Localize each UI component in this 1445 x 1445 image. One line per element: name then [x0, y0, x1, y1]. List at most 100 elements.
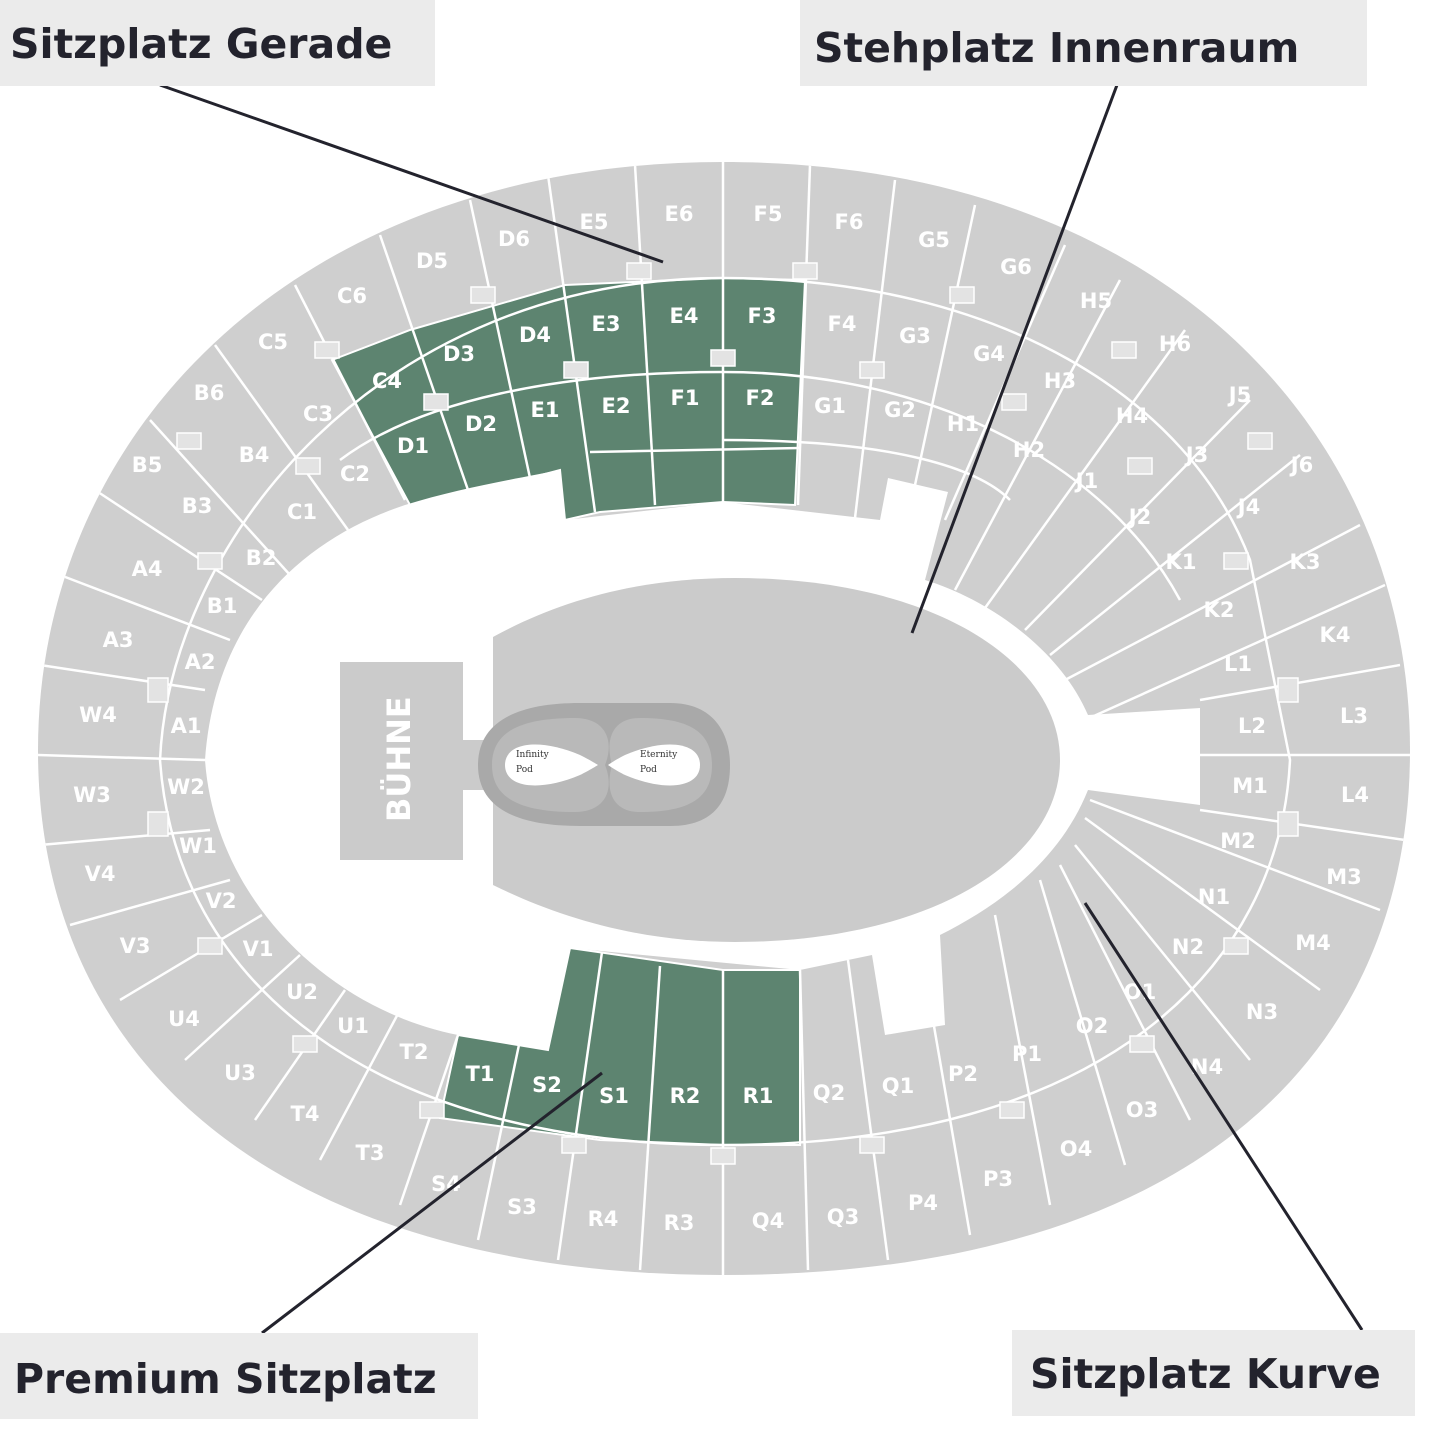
section-label-e3[interactable]: E3: [592, 312, 621, 336]
section-label-h1[interactable]: H1: [947, 412, 979, 436]
section-label-c5[interactable]: C5: [258, 330, 288, 354]
section-label-e6[interactable]: E6: [665, 202, 694, 226]
section-label-q3[interactable]: Q3: [827, 1205, 859, 1229]
section-label-b4[interactable]: B4: [239, 443, 270, 467]
section-label-o4[interactable]: O4: [1060, 1137, 1092, 1161]
section-label-q4[interactable]: Q4: [752, 1209, 784, 1233]
section-label-b6[interactable]: B6: [194, 381, 225, 405]
section-label-o2[interactable]: O2: [1076, 1014, 1108, 1038]
section-label-r1[interactable]: R1: [743, 1084, 774, 1108]
section-label-e1[interactable]: E1: [531, 398, 560, 422]
section-label-s3[interactable]: S3: [507, 1195, 537, 1219]
section-label-f1[interactable]: F1: [671, 386, 700, 410]
section-label-c4[interactable]: C4: [372, 369, 402, 393]
section-label-q2[interactable]: Q2: [813, 1081, 845, 1105]
section-label-e5[interactable]: E5: [580, 210, 609, 234]
section-label-c2[interactable]: C2: [340, 462, 370, 486]
section-label-b1[interactable]: B1: [207, 594, 238, 618]
section-label-b2[interactable]: B2: [246, 546, 277, 570]
section-label-w2[interactable]: W2: [167, 775, 205, 799]
section-label-j5[interactable]: J5: [1227, 383, 1251, 407]
section-label-m3[interactable]: M3: [1326, 865, 1362, 889]
section-label-p1[interactable]: P1: [1012, 1042, 1042, 1066]
section-label-r2[interactable]: R2: [670, 1084, 701, 1108]
section-label-j4[interactable]: J4: [1236, 495, 1260, 519]
section-label-f2[interactable]: F2: [746, 386, 775, 410]
section-label-v3[interactable]: V3: [120, 934, 151, 958]
section-label-l4[interactable]: L4: [1341, 783, 1369, 807]
section-label-f5[interactable]: F5: [754, 202, 783, 226]
section-label-l1[interactable]: L1: [1224, 652, 1252, 676]
section-label-c6[interactable]: C6: [337, 284, 367, 308]
section-label-g1[interactable]: G1: [814, 394, 846, 418]
section-label-g3[interactable]: G3: [899, 324, 931, 348]
section-label-j1[interactable]: J1: [1074, 469, 1098, 493]
section-label-w4[interactable]: W4: [79, 703, 117, 727]
section-label-h2[interactable]: H2: [1013, 438, 1045, 462]
section-label-u2[interactable]: U2: [286, 980, 318, 1004]
section-label-l3[interactable]: L3: [1340, 704, 1368, 728]
eternity-pod[interactable]: [608, 744, 700, 786]
section-label-h6[interactable]: H6: [1159, 332, 1191, 356]
section-label-d1[interactable]: D1: [397, 434, 429, 458]
section-label-k4[interactable]: K4: [1320, 623, 1351, 647]
section-label-e2[interactable]: E2: [602, 394, 631, 418]
section-label-w3[interactable]: W3: [73, 783, 111, 807]
section-label-q1[interactable]: Q1: [882, 1074, 914, 1098]
section-label-h4[interactable]: H4: [1116, 404, 1148, 428]
section-label-j3[interactable]: J3: [1184, 443, 1208, 467]
section-label-v1[interactable]: V1: [243, 937, 274, 961]
section-label-p4[interactable]: P4: [908, 1191, 938, 1215]
section-label-n3[interactable]: N3: [1246, 1000, 1278, 1024]
section-label-f6[interactable]: F6: [835, 210, 864, 234]
section-label-k2[interactable]: K2: [1204, 598, 1235, 622]
section-label-d4[interactable]: D4: [519, 323, 551, 347]
section-label-h5[interactable]: H5: [1080, 289, 1112, 313]
section-label-m2[interactable]: M2: [1220, 829, 1256, 853]
section-label-t2[interactable]: T2: [400, 1040, 429, 1064]
section-label-s2[interactable]: S2: [532, 1073, 562, 1097]
section-label-t3[interactable]: T3: [356, 1141, 385, 1165]
section-label-u4[interactable]: U4: [168, 1007, 200, 1031]
section-label-t4[interactable]: T4: [291, 1102, 320, 1126]
section-label-r3[interactable]: R3: [664, 1211, 695, 1235]
section-label-n2[interactable]: N2: [1172, 935, 1204, 959]
section-label-a2[interactable]: A2: [185, 650, 216, 674]
section-label-o1[interactable]: O1: [1124, 980, 1156, 1004]
section-label-p3[interactable]: P3: [983, 1167, 1013, 1191]
section-label-o3[interactable]: O3: [1126, 1098, 1158, 1122]
section-label-j2[interactable]: J2: [1127, 505, 1151, 529]
section-label-d5[interactable]: D5: [416, 249, 448, 273]
section-label-c3[interactable]: C3: [303, 402, 333, 426]
section-label-g4[interactable]: G4: [973, 342, 1005, 366]
infinity-pod[interactable]: [505, 744, 598, 786]
section-label-m4[interactable]: M4: [1295, 931, 1331, 955]
section-label-h3[interactable]: H3: [1044, 369, 1076, 393]
section-label-r4[interactable]: R4: [588, 1207, 619, 1231]
section-label-a3[interactable]: A3: [103, 628, 134, 652]
section-label-n1[interactable]: N1: [1198, 885, 1230, 909]
section-label-s1[interactable]: S1: [599, 1084, 629, 1108]
section-label-l2[interactable]: L2: [1238, 714, 1266, 738]
section-label-v2[interactable]: V2: [206, 889, 237, 913]
section-label-k3[interactable]: K3: [1290, 550, 1321, 574]
section-label-d6[interactable]: D6: [498, 227, 530, 251]
section-label-d2[interactable]: D2: [465, 412, 497, 436]
section-label-d3[interactable]: D3: [443, 342, 475, 366]
section-label-k1[interactable]: K1: [1166, 550, 1197, 574]
section-label-j6[interactable]: J6: [1289, 453, 1313, 477]
section-label-u3[interactable]: U3: [224, 1061, 256, 1085]
section-label-g2[interactable]: G2: [884, 398, 916, 422]
section-label-u1[interactable]: U1: [337, 1014, 369, 1038]
section-label-b5[interactable]: B5: [132, 453, 163, 477]
section-label-f3[interactable]: F3: [748, 304, 777, 328]
section-label-f4[interactable]: F4: [828, 312, 857, 336]
section-label-g6[interactable]: G6: [1000, 255, 1032, 279]
section-label-m1[interactable]: M1: [1232, 774, 1268, 798]
section-label-p2[interactable]: P2: [948, 1062, 978, 1086]
section-label-g5[interactable]: G5: [918, 228, 950, 252]
section-label-v4[interactable]: V4: [85, 862, 116, 886]
section-label-w1[interactable]: W1: [179, 834, 217, 858]
section-label-t1[interactable]: T1: [466, 1062, 495, 1086]
section-label-a1[interactable]: A1: [171, 714, 202, 738]
